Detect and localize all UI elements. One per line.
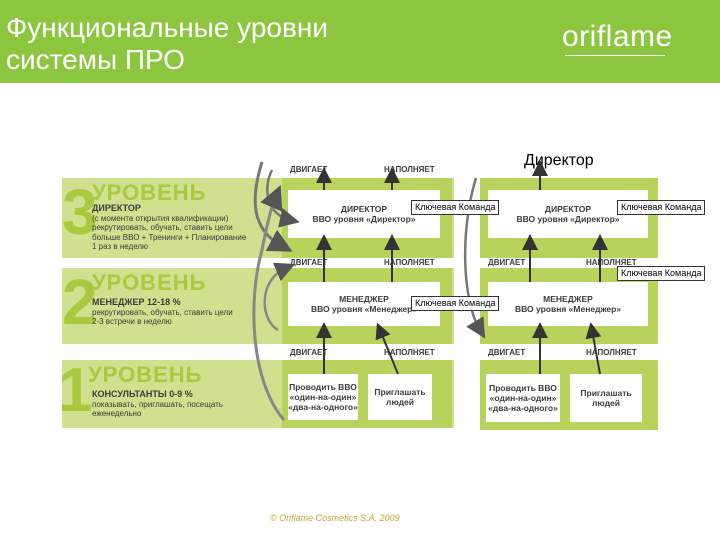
conduct-box-left: Проводить ВВО«один-на-один»«два-на-одног… — [288, 374, 358, 420]
level-3-line: рекрутировать, обучать, ставить цели — [92, 223, 233, 232]
footer-copyright: © Oriflame Cosmetics S.A. 2009 — [270, 513, 400, 523]
box-line: «один-на-один» — [289, 392, 357, 402]
fills-label: НАПОЛНЯЕТ — [586, 348, 637, 357]
arrow-line — [585, 322, 602, 375]
title-line-2: системы ПРО — [6, 44, 185, 75]
callout-key-team: Ключевая Команда — [617, 266, 706, 281]
level-3-line: больше ВВО + Тренинги + Планирование — [92, 232, 247, 242]
level-2-number: 2 — [62, 266, 98, 338]
fills-label: НАПОЛНЯЕТ — [384, 258, 435, 267]
level-2-role: МЕНЕДЖЕР 12-18 % — [92, 297, 181, 307]
curved-arrow — [263, 262, 296, 332]
box-title: ДИРЕКТОР — [544, 204, 592, 214]
box-line: Проводить ВВО — [289, 382, 357, 392]
box-line: людей — [592, 398, 620, 408]
box-line: «два-на-одного» — [488, 403, 558, 413]
header-bar: Функциональные уровни системы ПРО orifla… — [0, 0, 720, 83]
conduct-box-right: Проводить ВВО«один-на-один»«два-на-одног… — [486, 374, 560, 422]
level-3-line: (с момента открытия квалификации) — [92, 213, 229, 223]
level-2-word: УРОВЕНЬ — [92, 270, 207, 295]
fills-label: НАПОЛНЯЕТ — [384, 165, 435, 174]
callout-key-team: Ключевая Команда — [411, 200, 500, 215]
curved-arrow — [253, 161, 293, 252]
box-line: «два-на-одного» — [288, 402, 358, 412]
box-line: Проводить ВВО — [489, 383, 557, 393]
page-title: Функциональные уровни системы ПРО — [6, 12, 328, 76]
fills-label: НАПОЛНЯЕТ — [384, 348, 435, 357]
level-1-line: показывать, приглашать, посещать — [92, 399, 223, 409]
box-subtitle: ВВО уровня «Директор» — [312, 214, 416, 224]
level-2-description: МЕНЕДЖЕР 12-18 % рекрутировать, обучать,… — [92, 297, 262, 327]
moves-label: ДВИГАЕТ — [488, 258, 526, 267]
curved-arrow — [252, 184, 286, 421]
box-title: МЕНЕДЖЕР — [543, 294, 593, 304]
box-title: ДИРЕКТОР — [340, 204, 388, 214]
level-1-line: еженедельно — [92, 409, 142, 418]
fills-label: НАПОЛНЯЕТ — [586, 258, 637, 267]
box-line: Приглашать — [580, 388, 632, 398]
box-line: людей — [386, 397, 414, 407]
level-3-word: УРОВЕНЬ — [92, 180, 207, 205]
level-2-line: 2-3 встречи в неделю — [92, 317, 172, 326]
moves-label: ДВИГАЕТ — [290, 165, 328, 174]
moves-label: ДВИГАЕТ — [488, 348, 526, 357]
box-line: Приглашать — [374, 387, 426, 397]
moves-label: ДВИГАЕТ — [290, 258, 328, 267]
level-3-description: ДИРЕКТОР (с момента открытия квалификаци… — [92, 203, 262, 252]
box-subtitle: ВВО уровня «Менеджер» — [514, 304, 622, 314]
oriflame-logo: oriflame — [562, 20, 673, 53]
moves-label: ДВИГАЕТ — [290, 348, 328, 357]
level-1-number: 1 — [58, 356, 93, 425]
level-3-line: 1 раз в неделю — [92, 242, 149, 251]
arrow-line — [375, 322, 399, 375]
level-1-word: УРОВЕНЬ — [88, 362, 203, 387]
callout-key-team: Ключевая Команда — [617, 200, 706, 215]
title-line-1: Функциональные уровни — [6, 12, 328, 43]
callout-key-team: Ключевая Команда — [411, 296, 500, 311]
level-2-line: рекрутировать, обучать, ставить цели — [92, 307, 233, 317]
curved-arrow — [463, 177, 486, 339]
box-subtitle: ВВО уровня «Менеджер» — [310, 304, 418, 314]
level-1-role: КОНСУЛЬТАНТЫ 0-9 % — [92, 389, 193, 399]
box-subtitle: ВВО уровня «Директор» — [516, 214, 620, 224]
level-1-description: КОНСУЛЬТАНТЫ 0-9 % показывать, приглашат… — [92, 389, 262, 419]
box-title: МЕНЕДЖЕР — [339, 294, 389, 304]
level-3-role: ДИРЕКТОР — [92, 203, 141, 213]
level-3-number: 3 — [62, 176, 98, 248]
box-line: «один-на-один» — [489, 393, 557, 403]
logo-underline — [565, 55, 665, 56]
